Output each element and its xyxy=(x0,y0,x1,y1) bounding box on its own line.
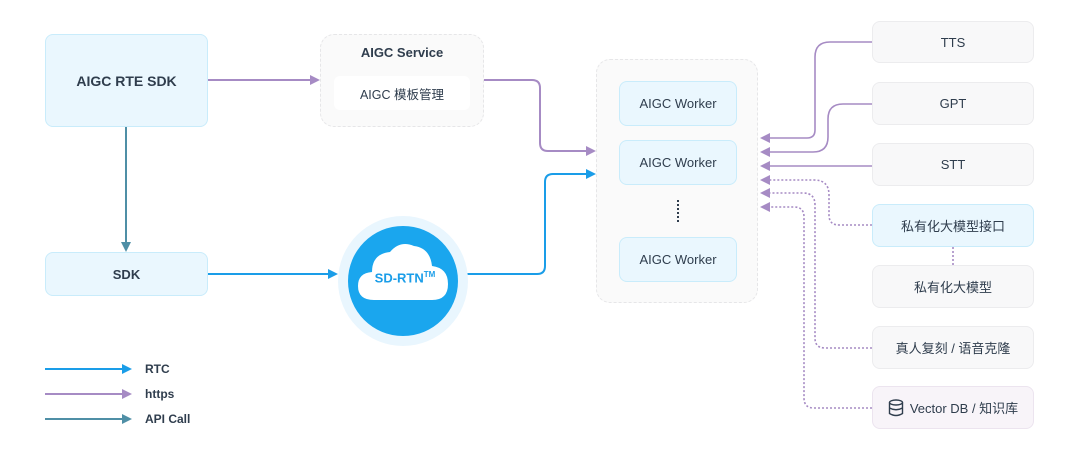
aigc-service-container: AIGC Service AIGC 模板管理 xyxy=(320,34,484,127)
template-management-label: AIGC 模板管理 xyxy=(359,87,445,102)
worker-label: AIGC Worker xyxy=(639,96,717,111)
vector-db-box[interactable]: Vector DB / 知识库 xyxy=(872,386,1034,429)
dotted-arrow-vector-db xyxy=(760,202,872,409)
aigc-worker-3[interactable]: AIGC Worker xyxy=(619,237,737,282)
rtc-arrow-network-to-worker xyxy=(466,169,596,275)
tts-label: TTS xyxy=(940,34,966,50)
private-model-api-label: 私有化大模型接口 xyxy=(900,219,1005,234)
tts-box[interactable]: TTS xyxy=(872,21,1034,63)
stt-box[interactable]: STT xyxy=(872,143,1034,186)
aigc-worker-2[interactable]: AIGC Worker xyxy=(619,140,737,185)
legend-rtc-label: RTC xyxy=(145,362,170,376)
sdk-box[interactable]: SDK xyxy=(45,252,208,296)
gpt-label: GPT xyxy=(939,96,967,111)
sdk-label: SDK xyxy=(112,266,141,282)
stt-label: STT xyxy=(940,157,966,172)
https-arrow-gpt xyxy=(760,103,872,157)
database-icon xyxy=(888,398,904,416)
gpt-box[interactable]: GPT xyxy=(872,82,1034,125)
aigc-rte-sdk-box[interactable]: AIGC RTE SDK xyxy=(45,34,208,127)
aigc-service-title: AIGC Service xyxy=(360,45,444,60)
aigc-rte-sdk-label: AIGC RTE SDK xyxy=(76,72,177,89)
voice-clone-box[interactable]: 真人复刻 / 语音克隆 xyxy=(872,326,1034,369)
worker-label: AIGC Worker xyxy=(639,155,717,170)
cloud-icon xyxy=(358,244,448,300)
private-model-api-box[interactable]: 私有化大模型接口 xyxy=(872,204,1034,247)
voice-clone-label: 真人复刻 / 语音克隆 xyxy=(895,341,1011,356)
sd-rtn-network[interactable]: SD-RTNTM xyxy=(338,216,468,346)
trademark: TM xyxy=(423,270,436,279)
worker-label: AIGC Worker xyxy=(639,252,717,267)
aigc-worker-1[interactable]: AIGC Worker xyxy=(619,81,737,126)
sd-rtn-label: SD-RTNTM xyxy=(374,270,436,286)
more-workers-ellipsis xyxy=(677,200,681,222)
https-arrow-tts xyxy=(760,41,872,143)
legend-api-call-label: API Call xyxy=(145,412,191,426)
https-arrow-service-to-worker xyxy=(484,79,596,156)
dotted-arrow-private-model-api xyxy=(760,175,872,226)
vector-db-label: Vector DB / 知识库 xyxy=(909,401,1019,416)
private-model-box[interactable]: 私有化大模型 xyxy=(872,265,1034,308)
template-management-module[interactable]: AIGC 模板管理 xyxy=(334,76,470,110)
legend-https-label: https xyxy=(145,387,175,401)
dotted-arrow-voice-clone xyxy=(760,188,872,349)
private-model-label: 私有化大模型 xyxy=(913,280,992,295)
